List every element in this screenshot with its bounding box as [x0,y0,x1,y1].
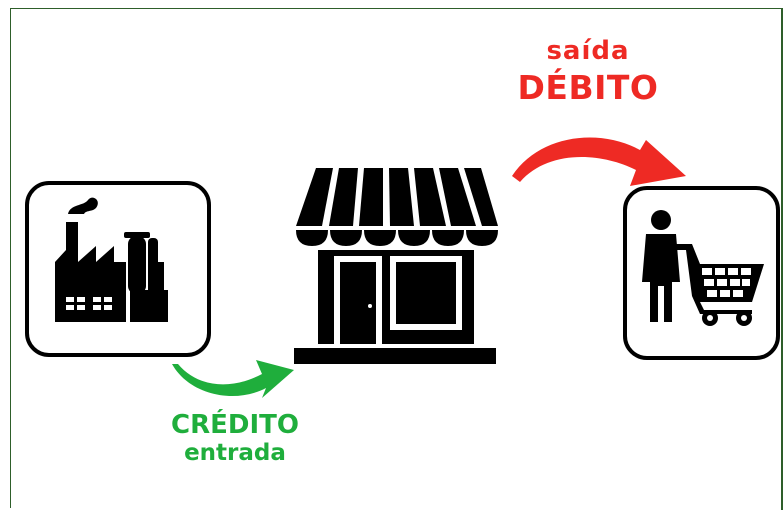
frame-right-edge [781,8,783,510]
factory-icon [55,197,168,322]
shopper-cart-icon [642,210,764,326]
credit-label: CRÉDITO [171,410,299,440]
shopper-box [623,186,780,360]
debit-label: DÉBITO [517,68,659,107]
exit-label: saída [546,36,630,66]
store-icon [294,168,498,364]
factory-box [25,181,211,357]
entry-label: entrada [184,440,286,466]
red-arrow [512,137,686,186]
green-arrow [172,360,294,398]
diagram-frame [10,8,781,508]
